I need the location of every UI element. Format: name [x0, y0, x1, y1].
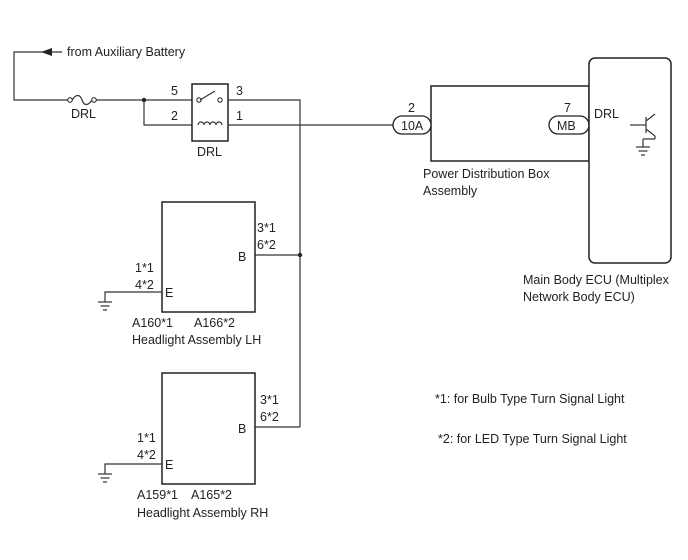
rh-pin-e-1: 1*1 — [137, 431, 156, 445]
relay-coil-icon — [197, 121, 223, 126]
relay-label: DRL — [197, 145, 222, 159]
footnotes: *1: for Bulb Type Turn Signal Light *2: … — [435, 392, 627, 446]
power-distribution-box: 10A 2 MB 7 Power Distribution Box Assemb… — [392, 85, 590, 198]
fuse-label: DRL — [71, 107, 96, 121]
relay-pin-5: 5 — [171, 84, 178, 98]
ecu-name-line2: Network Body ECU) — [523, 290, 635, 304]
note-1: *1: for Bulb Type Turn Signal Light — [435, 392, 625, 406]
headlight-lh: B 3*1 6*2 E 1*1 4*2 A160*1 A166*2 Headli… — [98, 201, 276, 347]
relay-box — [191, 83, 229, 142]
rh-term-e: E — [165, 458, 173, 472]
battery-input: from Auxiliary Battery — [13, 45, 186, 101]
drl-relay: 5 3 2 1 DRL — [171, 83, 243, 159]
headlight-lh-box — [161, 201, 256, 313]
lh-name: Headlight Assembly LH — [132, 333, 261, 347]
relay-switch-icon — [199, 90, 216, 101]
fuse-icon — [71, 94, 93, 106]
rh-code-1: A159*1 — [137, 488, 178, 502]
ground-icon — [636, 146, 650, 156]
fuse-to-relay-wires — [96, 97, 192, 126]
rh-term-b: B — [238, 422, 246, 436]
lh-code-1: A160*1 — [132, 316, 173, 330]
headlight-rh-box — [161, 372, 256, 485]
relay-pin-2: 2 — [171, 109, 178, 123]
rh-pin-b-2: 6*2 — [260, 410, 279, 424]
rh-pin-e-2: 4*2 — [137, 448, 156, 462]
lh-pin-b-2: 6*2 — [257, 238, 276, 252]
pdb-name-line1: Power Distribution Box — [423, 167, 550, 181]
lh-pin-e-2: 4*2 — [135, 278, 154, 292]
drl-fuse: DRL — [67, 94, 97, 121]
rh-name: Headlight Assembly RH — [137, 506, 268, 520]
connector-10a — [392, 115, 432, 135]
lh-code-2: A166*2 — [194, 316, 235, 330]
note-2: *2: for LED Type Turn Signal Light — [438, 432, 627, 446]
ground-icon — [98, 473, 112, 483]
transistor-icon — [630, 113, 656, 147]
lh-pin-b-1: 3*1 — [257, 221, 276, 235]
pdb-conn-left: 10A — [401, 119, 424, 133]
ground-icon — [98, 301, 112, 311]
pdb-pin-left: 2 — [408, 101, 415, 115]
rh-pin-b-1: 3*1 — [260, 393, 279, 407]
ecu-name-line1: Main Body ECU (Multiplex — [523, 273, 670, 287]
battery-label: from Auxiliary Battery — [67, 45, 186, 59]
pdb-name-line2: Assembly — [423, 184, 478, 198]
headlight-rh: B 3*1 6*2 E 1*1 4*2 A159*1 A165*2 Headli… — [98, 372, 279, 520]
relay-pin-3: 3 — [236, 84, 243, 98]
lh-term-e: E — [165, 286, 173, 300]
lh-pin-e-1: 1*1 — [135, 261, 154, 275]
rh-code-2: A165*2 — [191, 488, 232, 502]
pdb-pin-right: 7 — [564, 101, 571, 115]
main-body-ecu: DRL Main Body ECU (Multiplex Network Bod… — [523, 57, 672, 304]
ecu-signal: DRL — [594, 107, 619, 121]
lh-term-b: B — [238, 250, 246, 264]
relay-output-bus — [228, 99, 303, 428]
arrow-icon — [41, 48, 52, 56]
relay-pin-1: 1 — [236, 109, 243, 123]
ecu-box — [588, 57, 672, 264]
pdb-conn-right: MB — [557, 119, 576, 133]
